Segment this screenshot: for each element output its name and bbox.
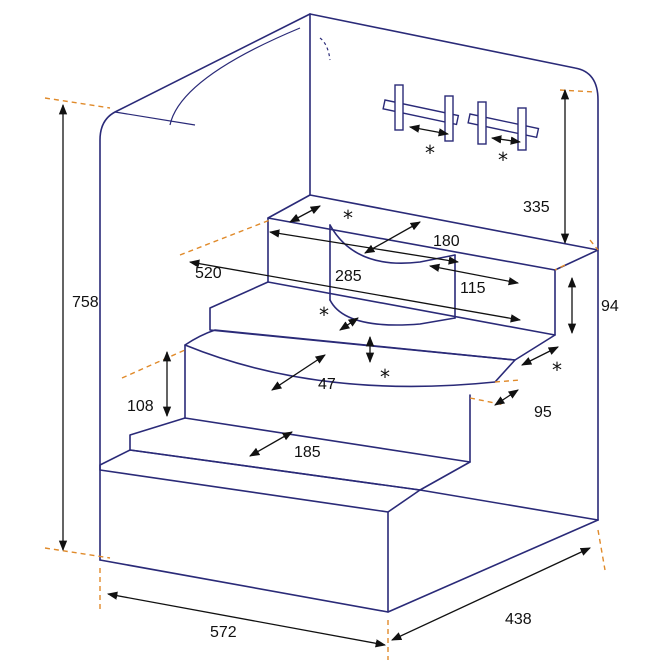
label-top-inner: 285 — [335, 268, 362, 285]
mark-top-platform: * — [343, 206, 353, 230]
label-faucet-height: 335 — [523, 199, 550, 216]
label-step-height: 108 — [127, 398, 154, 415]
label-niche-width: 180 — [433, 233, 460, 250]
label-side-ledge: 115 — [460, 280, 486, 297]
label-height-total: 758 — [72, 294, 99, 311]
label-side-gap: 95 — [534, 404, 552, 421]
label-niche-depth: 47 — [318, 376, 336, 393]
steps — [99, 194, 599, 613]
label-depth-top: 520 — [195, 265, 222, 282]
label-depth-total: 438 — [505, 611, 532, 628]
mark-faucet-right: * — [498, 148, 508, 172]
mark-faucet-left: * — [425, 141, 435, 165]
extension-lines — [44, 89, 606, 660]
mark-step-curve: * — [380, 365, 390, 389]
label-width-total: 572 — [210, 624, 237, 641]
mark-step-ledge: * — [319, 303, 329, 327]
dimension-labels: 758 108 572 438 520 285 180 115 335 94 4… — [72, 199, 619, 641]
faucet-pipes — [382, 84, 540, 151]
dimension-arrows — [58, 88, 591, 648]
asterisk-markers: * * * * * * — [319, 141, 562, 389]
box-outline — [99, 13, 599, 613]
label-lower-step: 185 — [294, 444, 321, 461]
label-side-step: 94 — [601, 298, 619, 315]
mark-side: * — [552, 358, 562, 382]
